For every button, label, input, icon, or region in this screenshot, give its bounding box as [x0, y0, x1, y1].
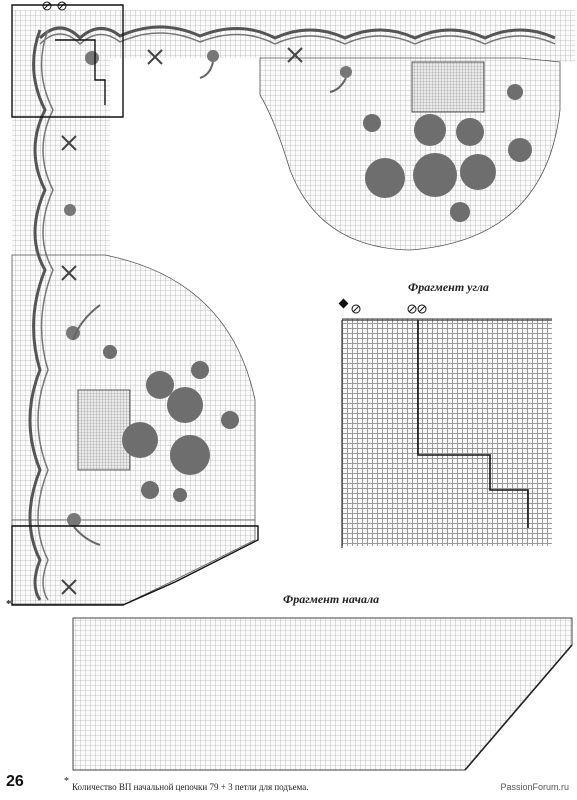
start-fragment-diagonal: [464, 644, 573, 771]
top-basket-motif: [363, 61, 532, 222]
corner-fragment-stepline: [417, 320, 529, 528]
note-marker: *: [64, 776, 69, 787]
start-marker: *: [6, 598, 12, 610]
start-highlight-outline: [11, 525, 259, 606]
top-basket-lobe: [259, 57, 561, 251]
top-scallop-line-2: [39, 32, 556, 46]
corner-highlight-outline: [11, 4, 124, 118]
flower-stems: [72, 61, 347, 546]
left-scallop-line-2: [37, 29, 54, 601]
left-border-band: [12, 10, 110, 260]
caption-start: Фрагмент начала: [283, 592, 380, 606]
caption-corner: Фрагмент угла: [408, 280, 489, 294]
circle-slash-symbol: [351, 304, 427, 314]
x-motif: [61, 47, 303, 595]
filled-diamond-symbol: [338, 298, 349, 309]
watermark: PassionForum.ru: [500, 782, 569, 792]
left-scallop-line: [28, 29, 47, 601]
circle-slash-symbol: [42, 1, 67, 11]
chain-note: Количество ВП начальной цепочки 79 + 3 п…: [72, 782, 309, 792]
corner-fragment-mask: [342, 310, 552, 318]
top-border-band: [15, 10, 575, 62]
start-fragment-chart: [72, 617, 573, 771]
left-basket-motif: [77, 345, 239, 502]
page-number: 26: [6, 773, 24, 790]
corner-fragment-chart: [342, 318, 552, 546]
top-scallop-line: [38, 25, 556, 41]
